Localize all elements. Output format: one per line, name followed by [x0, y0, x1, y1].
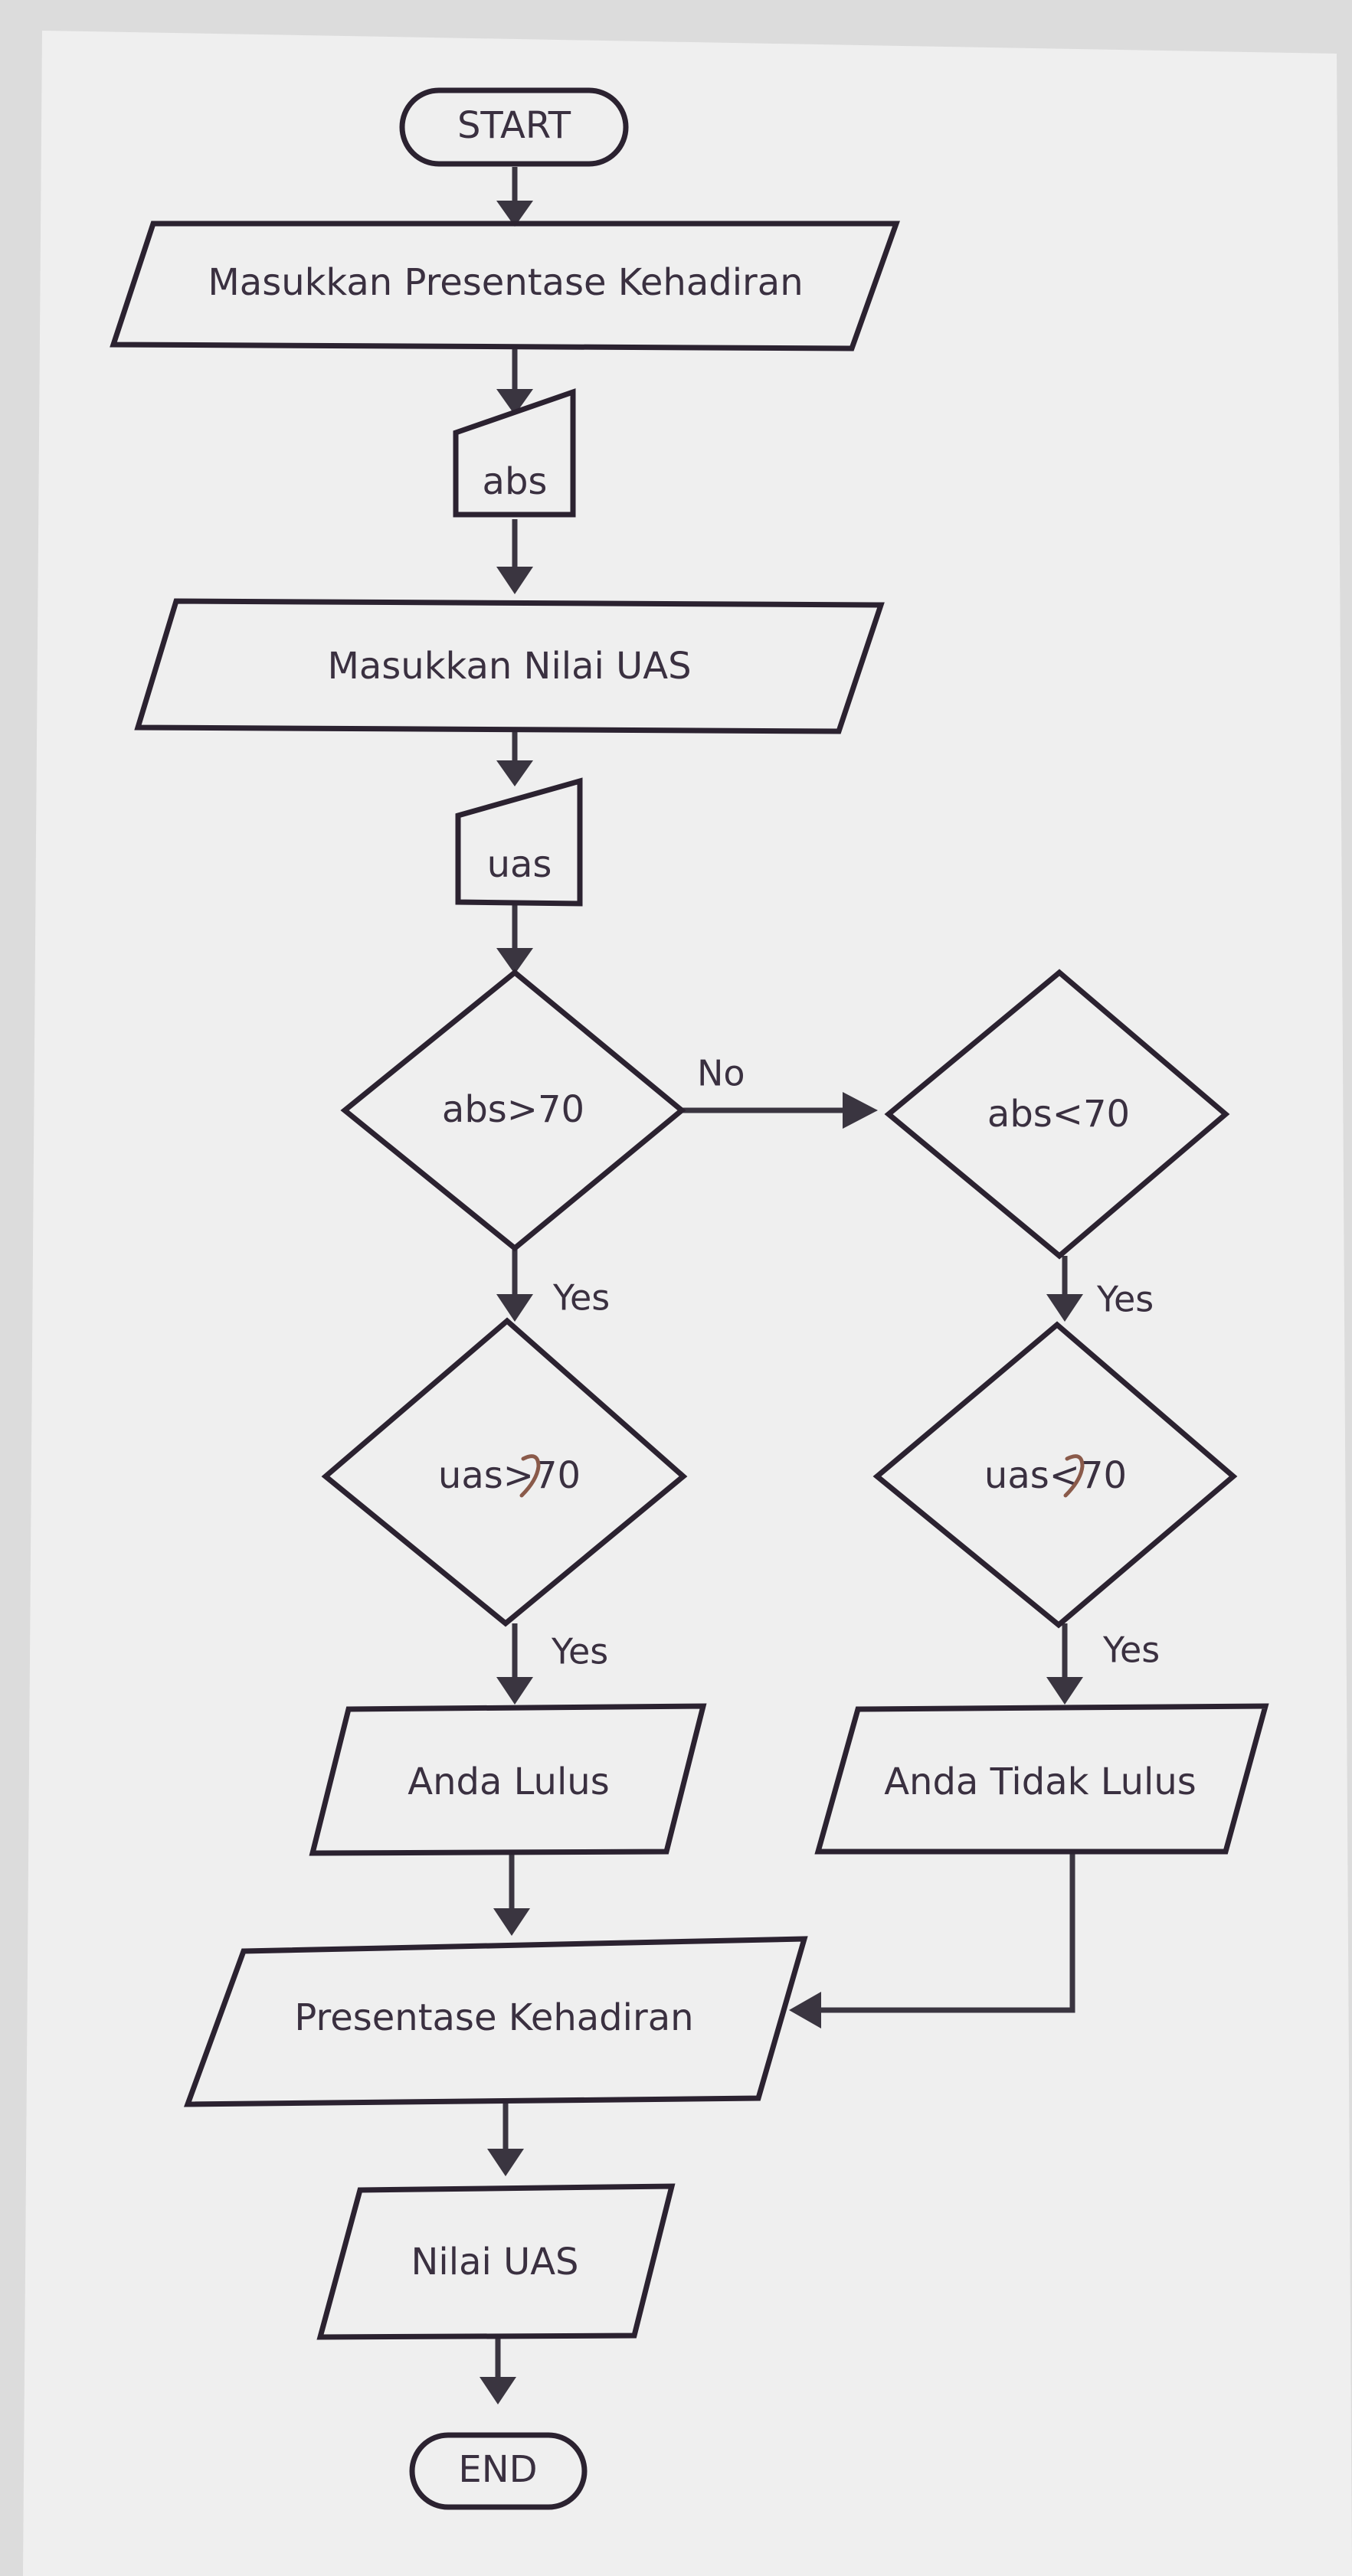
edge-label-yes: Yes — [1102, 1630, 1160, 1671]
decision-uas-gt-label: uas>70 — [438, 1454, 581, 1497]
arrowhead — [496, 389, 533, 415]
arrowhead — [843, 1092, 878, 1129]
arrowhead — [496, 567, 533, 594]
arrowhead — [496, 1294, 533, 1322]
io-prompt-uas: Masukkan Nilai UAS — [134, 598, 885, 734]
manual-input-uas: uas — [455, 777, 583, 907]
decision-uas-lt-label: uas<70 — [984, 1454, 1127, 1497]
terminator-start-label: START — [457, 104, 571, 147]
diamond-shape — [884, 969, 1230, 1260]
parallelogram-shape — [110, 221, 900, 351]
terminator-end: END — [409, 2432, 588, 2510]
terminator-end-label: END — [458, 2448, 537, 2491]
io-output-pass-label: Anda Lulus — [408, 1760, 609, 1803]
arrowhead — [496, 948, 533, 974]
io-output-fail-label: Anda Tidak Lulus — [884, 1760, 1197, 1803]
arrowhead — [487, 2149, 524, 2176]
arrowhead — [493, 1908, 530, 1936]
manual-input-uas-label: uas — [487, 843, 552, 886]
parallelogram-shape — [134, 598, 885, 734]
diamond-shape — [321, 1317, 688, 1627]
parallelogram-shape — [183, 1936, 808, 2107]
io-output-attendance: Presentase Kehadiran — [183, 1936, 808, 2107]
io-prompt-uas-label: Masukkan Nilai UAS — [327, 645, 691, 688]
io-prompt-attendance-label: Masukkan Presentase Kehadiran — [208, 261, 803, 304]
diamond-shape — [872, 1321, 1238, 1629]
arrowhead — [480, 2377, 516, 2404]
io-output-uas: Nilai UAS — [316, 2183, 676, 2340]
edge-label-yes: Yes — [1096, 1279, 1154, 1320]
parallelogram-shape — [814, 1703, 1269, 1855]
manual-input-shape — [453, 388, 576, 518]
arrowhead — [1046, 1677, 1083, 1705]
parallelogram-shape — [309, 1703, 707, 1856]
arrowhead — [496, 760, 533, 786]
terminator-start: START — [399, 87, 629, 167]
decision-abs-gt: abs>70 — [340, 969, 686, 1252]
edge-label-yes: Yes — [551, 1631, 608, 1672]
decision-abs-lt-label: abs<70 — [987, 1093, 1130, 1136]
manual-input-abs: abs — [453, 388, 576, 518]
decision-uas-lt: uas<70 — [872, 1321, 1238, 1629]
decision-abs-lt: abs<70 — [884, 969, 1230, 1260]
arrowhead — [496, 201, 533, 227]
decision-abs-gt-label: abs>70 — [442, 1088, 584, 1131]
handwritten-correction-mark — [1063, 1454, 1085, 1498]
io-output-attendance-label: Presentase Kehadiran — [294, 1996, 693, 2039]
edge-label-no: No — [697, 1053, 745, 1094]
io-prompt-attendance: Masukkan Presentase Kehadiran — [110, 221, 900, 351]
edges — [480, 167, 1083, 2404]
arrowhead — [789, 1992, 821, 2028]
paper-sheet — [23, 31, 1352, 2576]
manual-input-abs-label: abs — [483, 460, 548, 503]
parallelogram-shape — [316, 2183, 676, 2340]
manual-input-shape — [455, 777, 583, 907]
decision-uas-gt: uas>70 — [321, 1317, 688, 1627]
terminator-shape — [399, 87, 629, 167]
edge-label-yes: Yes — [552, 1277, 610, 1319]
handwritten-correction-mark — [519, 1454, 541, 1498]
io-output-fail: Anda Tidak Lulus — [814, 1703, 1269, 1855]
terminator-shape — [409, 2432, 588, 2510]
arrowhead — [1046, 1294, 1083, 1322]
io-output-pass: Anda Lulus — [309, 1703, 707, 1856]
arrowhead — [496, 1677, 533, 1705]
io-output-uas-label: Nilai UAS — [411, 2241, 578, 2283]
diamond-shape — [340, 969, 686, 1252]
edge-fail-to-output-attendance — [812, 1852, 1075, 2013]
